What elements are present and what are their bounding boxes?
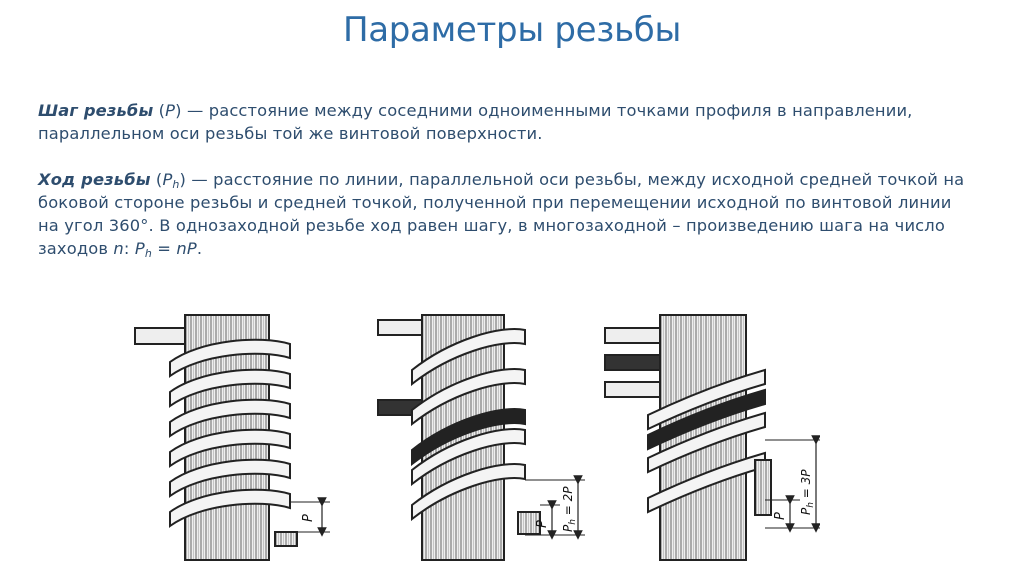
fig2-ph-sub: h [568, 519, 578, 525]
formula-equals: = [151, 239, 177, 258]
pitch-text: — расстояние между соседними одноименным… [38, 101, 913, 143]
formula-lhs: P [134, 239, 145, 258]
formula-rhs: nP [176, 239, 197, 258]
two-start-thread-figure: P Ph = 2P [377, 314, 585, 561]
pitch-close-paren: ) [175, 101, 182, 120]
fig3-ph-symbol: P [799, 507, 813, 515]
fig3-ph-sub: h [806, 502, 816, 508]
fig1-p-label: P [301, 514, 316, 522]
formula-colon: : [123, 239, 135, 258]
fig2-ph-label: Ph = 2P [561, 486, 578, 532]
lead-close-paren: ) [179, 170, 187, 189]
page-title: Параметры резьбы [342, 10, 682, 50]
lead-open-paren: ( [150, 170, 163, 189]
starts-symbol: n [113, 239, 124, 258]
lead-term: Ход резьбы [38, 170, 151, 189]
three-start-thread-figure: P Ph = 3P [604, 314, 820, 561]
single-start-thread-figure: P [134, 314, 330, 561]
lead-symbol-sub: h [172, 178, 180, 191]
formula-lhs-sub: h [144, 247, 152, 260]
fig2-ph-symbol: P [561, 524, 575, 532]
lead-symbol: P [162, 170, 173, 189]
pitch-open-paren: ( [153, 101, 166, 120]
fig3-ph-value: = 3P [799, 469, 813, 502]
lead-definition: Ход резьбы (Ph) — расстояние по линии, п… [38, 168, 968, 260]
fig3-p-label: P [773, 512, 788, 520]
fig2-ph-value: = 2P [561, 486, 575, 519]
pitch-symbol: P [165, 101, 176, 120]
lead-text: — расстояние по линии, параллельной оси … [38, 170, 965, 258]
formula-period: . [196, 239, 203, 258]
pitch-term: Шаг резьбы [38, 101, 154, 120]
fig3-ph-label: Ph = 3P [799, 469, 816, 515]
pitch-definition: Шаг резьбы (P) — расстояние между соседн… [38, 99, 968, 145]
thread-figures: P P Ph = 2P [134, 314, 820, 561]
fig2-p-label: P [535, 520, 550, 528]
